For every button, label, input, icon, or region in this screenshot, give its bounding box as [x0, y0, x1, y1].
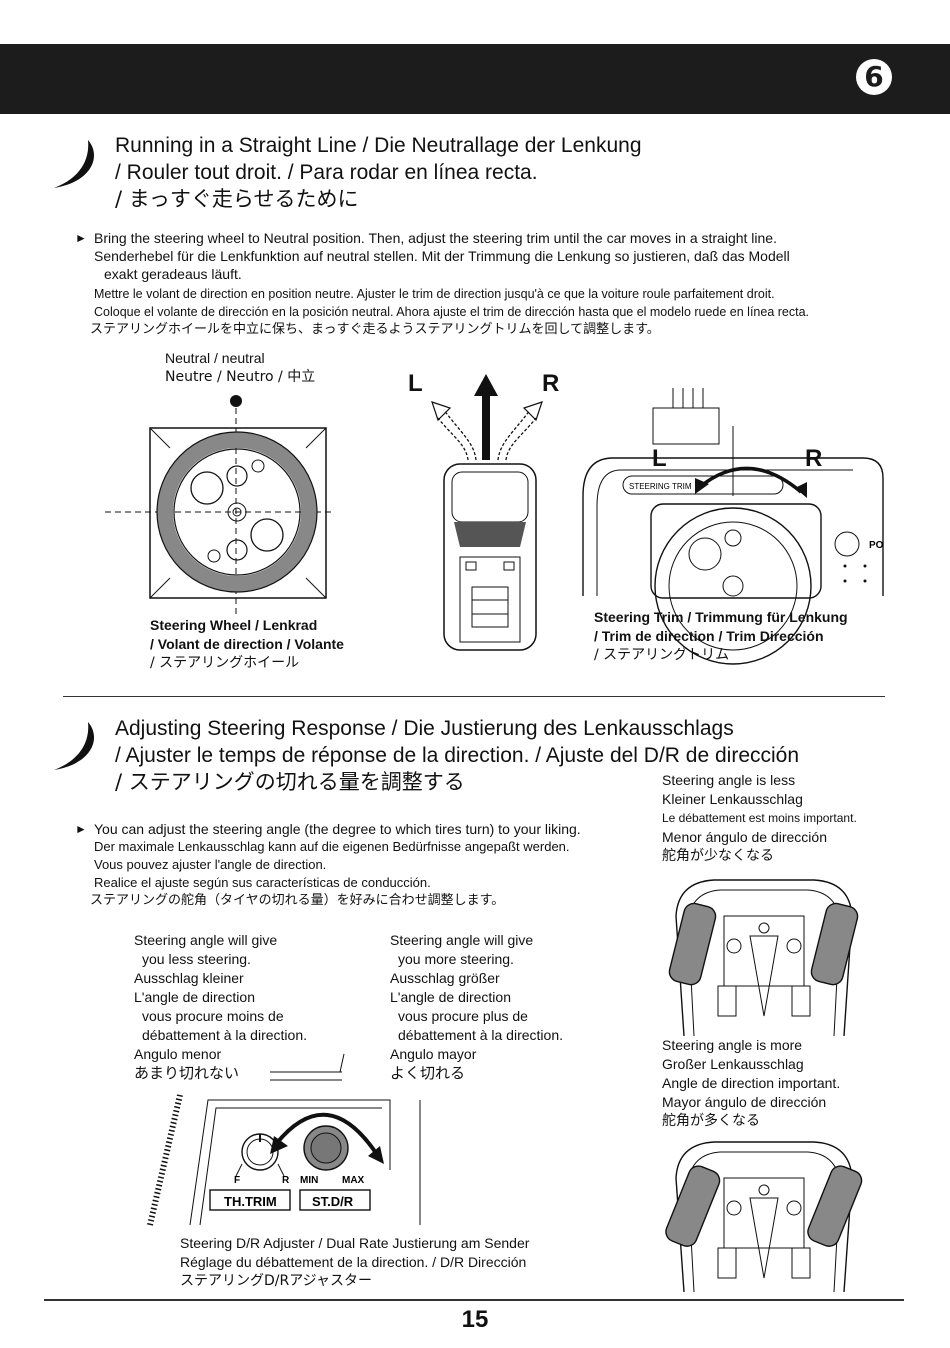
angle-more-label: Steering angle is more Großer Lenkaussch…	[662, 1036, 840, 1131]
more-label-line: débattement à la direction.	[398, 1027, 563, 1043]
less-label-line: L'angle de direction	[134, 989, 255, 1005]
steering-trim-label-line: / ステアリングトリム	[594, 647, 730, 663]
steering-wheel-label-line: / ステアリングホイール	[150, 655, 300, 671]
neutral-label: Neutral / neutral Neutre / Neutro / 中立	[165, 349, 315, 387]
car-right-letter: R	[542, 370, 560, 397]
instruction-line: Bring the steering wheel to Neutral posi…	[94, 230, 777, 246]
car-top-view-diagram	[431, 374, 543, 651]
trim-right-letter: R	[805, 445, 823, 472]
more-label-line: Ausschlag größer	[390, 970, 500, 986]
instruction-line: exakt geradeaus läuft.	[104, 266, 242, 282]
less-label-line: you less steering.	[142, 951, 251, 967]
dial-min-label: MIN	[300, 1175, 318, 1186]
crescent-icon	[54, 140, 95, 188]
section2-title: Adjusting Steering Response / Die Justie…	[115, 715, 799, 796]
th-trim-label: TH.TRIM	[224, 1194, 277, 1209]
angle-more-line: Mayor ángulo de dirección	[662, 1094, 827, 1110]
trim-left-letter: L	[652, 445, 667, 472]
instruction-line: You can adjust the steering angle (the d…	[94, 821, 581, 837]
section1-title-line: / Rouler tout droit. / Para rodar en lín…	[115, 161, 538, 184]
instruction-line: Der maximale Lenkausschlag kann auf die …	[94, 839, 570, 854]
st-dr-label: ST.D/R	[312, 1194, 354, 1209]
page-number: 15	[461, 1306, 489, 1333]
less-label-line: あまり切れない	[134, 1064, 240, 1082]
angle-more-line: Steering angle is more	[662, 1037, 803, 1053]
less-label-line: débattement à la direction.	[142, 1027, 307, 1043]
more-label-line: L'angle de direction	[390, 989, 511, 1005]
more-label-line: よく切れる	[390, 1064, 466, 1082]
angle-more-line: 舵角が多くなる	[662, 1113, 760, 1129]
steering-wheel-diagram	[105, 395, 335, 618]
angle-less-line: Menor ángulo de dirección	[662, 829, 827, 845]
section-divider	[63, 696, 885, 697]
section1-title: Running in a Straight Line / Die Neutral…	[115, 132, 642, 213]
instruction-line: Vous pouvez ajuster l'angle de direction…	[94, 857, 327, 872]
crescent-icon	[54, 722, 95, 770]
steering-trim-label-line: / Trim de direction / Trim Dirección	[594, 628, 824, 644]
steering-wheel-label: Steering Wheel / Lenkrad / Volant de dir…	[150, 616, 344, 673]
bullet-triangle-icon: ►	[75, 822, 87, 836]
angle-more-line: Großer Lenkausschlag	[662, 1056, 804, 1072]
section1-instructions: Bring the steering wheel to Neutral posi…	[90, 229, 924, 339]
trim-panel-text: STEERING TRIM	[629, 482, 692, 491]
section1-title-line: / まっすぐ走らせるために	[115, 187, 359, 211]
more-label-line: Angulo mayor	[390, 1046, 477, 1062]
instruction-line: Senderhebel für die Lenkfunktion auf neu…	[94, 248, 790, 264]
neutral-label-line: Neutral / neutral	[165, 350, 265, 366]
angle-less-label: Steering angle is less Kleiner Lenkaussc…	[662, 771, 857, 866]
section2-title-line: Adjusting Steering Response / Die Justie…	[115, 717, 734, 740]
instruction-line: ステアリングホイールを中立に保ち、まっすぐ走るようステアリングトリムを回して調整…	[90, 322, 660, 337]
transmitter-trim-diagram: STEERING TRIM PO	[582, 388, 884, 665]
bullet-triangle-icon: ►	[75, 231, 87, 245]
dial-max-label: MAX	[342, 1175, 365, 1186]
dial-r-label: R	[282, 1175, 290, 1186]
instruction-line: Mettre le volant de direction en positio…	[94, 287, 775, 301]
more-label-line: vous procure plus de	[398, 1008, 528, 1024]
trim-panel-po: PO	[869, 540, 884, 551]
more-label-line: you more steering.	[398, 951, 514, 967]
neutral-label-line: Neutre / Neutro / 中立	[165, 369, 316, 385]
less-label-line: Angulo menor	[134, 1046, 222, 1062]
section1-title-line: Running in a Straight Line / Die Neutral…	[115, 134, 642, 157]
less-label-line: Steering angle will give	[134, 932, 278, 948]
step-number-badge: 6	[856, 59, 892, 95]
dr-label-line: ステアリングD/Rアジャスター	[180, 1273, 372, 1289]
chassis-less-angle-diagram	[668, 879, 859, 1037]
car-left-letter: L	[408, 370, 423, 397]
steering-wheel-label-line: Steering Wheel / Lenkrad	[150, 617, 318, 633]
dr-label-line: Réglage du débattement de la direction. …	[180, 1254, 527, 1270]
footer-rule	[44, 1299, 904, 1301]
more-label-line: Steering angle will give	[390, 932, 534, 948]
chassis-more-angle-diagram	[665, 1141, 863, 1293]
angle-less-line: Le débattement est moins important.	[662, 811, 857, 825]
dr-adjuster-label: Steering D/R Adjuster / Dual Rate Justie…	[180, 1234, 529, 1291]
angle-more-line: Angle de direction important.	[662, 1075, 841, 1091]
section2-title-line: / ステアリングの切れる量を調整する	[115, 770, 465, 794]
header-bar	[0, 44, 950, 114]
dial-f-label: F	[234, 1175, 240, 1186]
dr-label-line: Steering D/R Adjuster / Dual Rate Justie…	[180, 1235, 530, 1251]
instruction-line: Coloque el volante de dirección en la po…	[94, 305, 810, 319]
angle-less-line: Kleiner Lenkausschlag	[662, 791, 803, 807]
more-steering-label: Steering angle will give you more steeri…	[390, 931, 563, 1083]
dual-rate-dial-diagram: F R MIN MAX TH.TRIM ST.D/R	[147, 1053, 421, 1226]
steering-trim-label-line: Steering Trim / Trimmung für Lenkung	[594, 609, 848, 625]
angle-less-line: 舵角が少なくなる	[662, 848, 774, 864]
section2-instructions: You can adjust the steering angle (the d…	[90, 820, 581, 910]
section2-title-line: / Ajuster le temps de réponse de la dire…	[115, 744, 800, 767]
angle-less-line: Steering angle is less	[662, 772, 796, 788]
less-steering-label: Steering angle will give you less steeri…	[134, 931, 307, 1083]
steering-trim-label: Steering Trim / Trimmung für Lenkung / T…	[594, 608, 848, 665]
instruction-line: Realice el ajuste según sus característi…	[94, 875, 431, 890]
less-label-line: vous procure moins de	[142, 1008, 284, 1024]
less-label-line: Ausschlag kleiner	[134, 970, 244, 986]
instruction-line: ステアリングの舵角（タイヤの切れる量）を好みに合わせ調整します。	[90, 893, 505, 908]
steering-wheel-label-line: / Volant de direction / Volante	[150, 636, 344, 652]
